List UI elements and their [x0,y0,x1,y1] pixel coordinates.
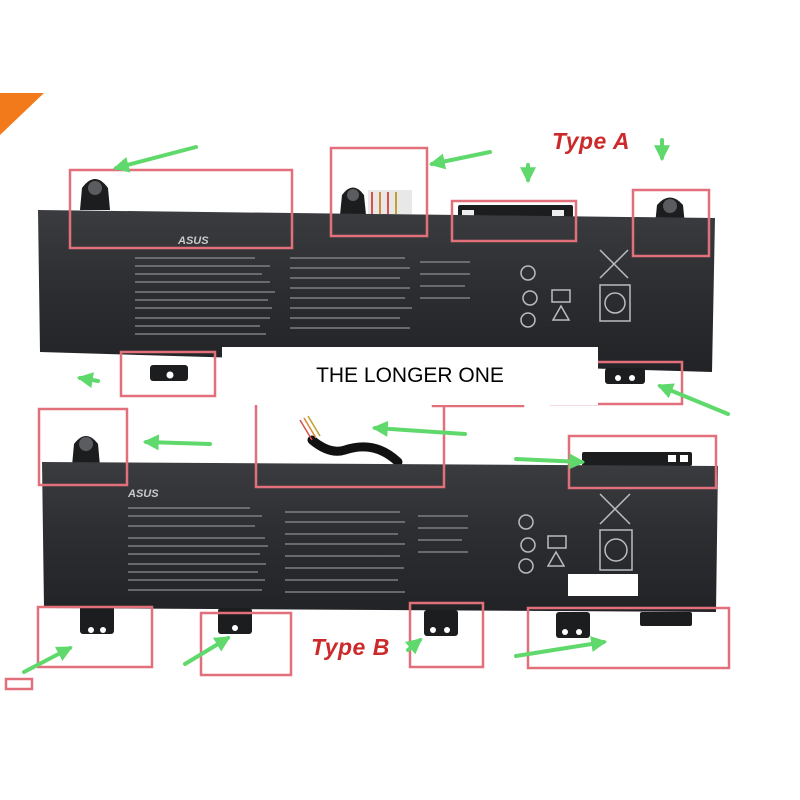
mount-tab-bottom-b3 [424,610,458,636]
cert-marks-b [518,493,633,574]
mount-tab-bottom-b2 [218,608,252,634]
label-print-b [128,507,468,593]
mount-tab-top-b1 [72,436,100,466]
corner-accent [0,93,44,135]
type-b-label: Type B [311,634,390,660]
highlight-boxes [4,146,731,691]
callout-text: THE LONGER ONE [316,364,504,387]
cert-marks-a [520,249,631,328]
battery-type-a: ASUS [38,179,715,384]
battery-body-a [38,210,715,372]
brand-logo-a: ASUS [177,235,209,247]
pointer-arrows [22,138,730,674]
cable-wires-b [299,415,321,441]
battery-type-b: ASUS [42,415,718,638]
battery-body-b [42,462,718,612]
label-print-a [135,257,470,335]
mount-tab-bottom-b4 [556,612,692,638]
connector-slot-b [582,452,692,466]
white-sticker-b [568,574,638,596]
cable-b [307,435,403,467]
mount-tab-bottom-a2 [605,368,645,384]
callout-box: THE LONGER ONE [222,347,598,405]
mount-tab-bottom-b1 [80,606,114,634]
brand-logo-b: ASUS [127,488,159,500]
type-a-label: Type A [552,128,630,154]
mount-tab-bottom-a1 [150,365,188,381]
mount-tab-top-left [80,179,110,210]
connector-top-a [340,187,412,215]
